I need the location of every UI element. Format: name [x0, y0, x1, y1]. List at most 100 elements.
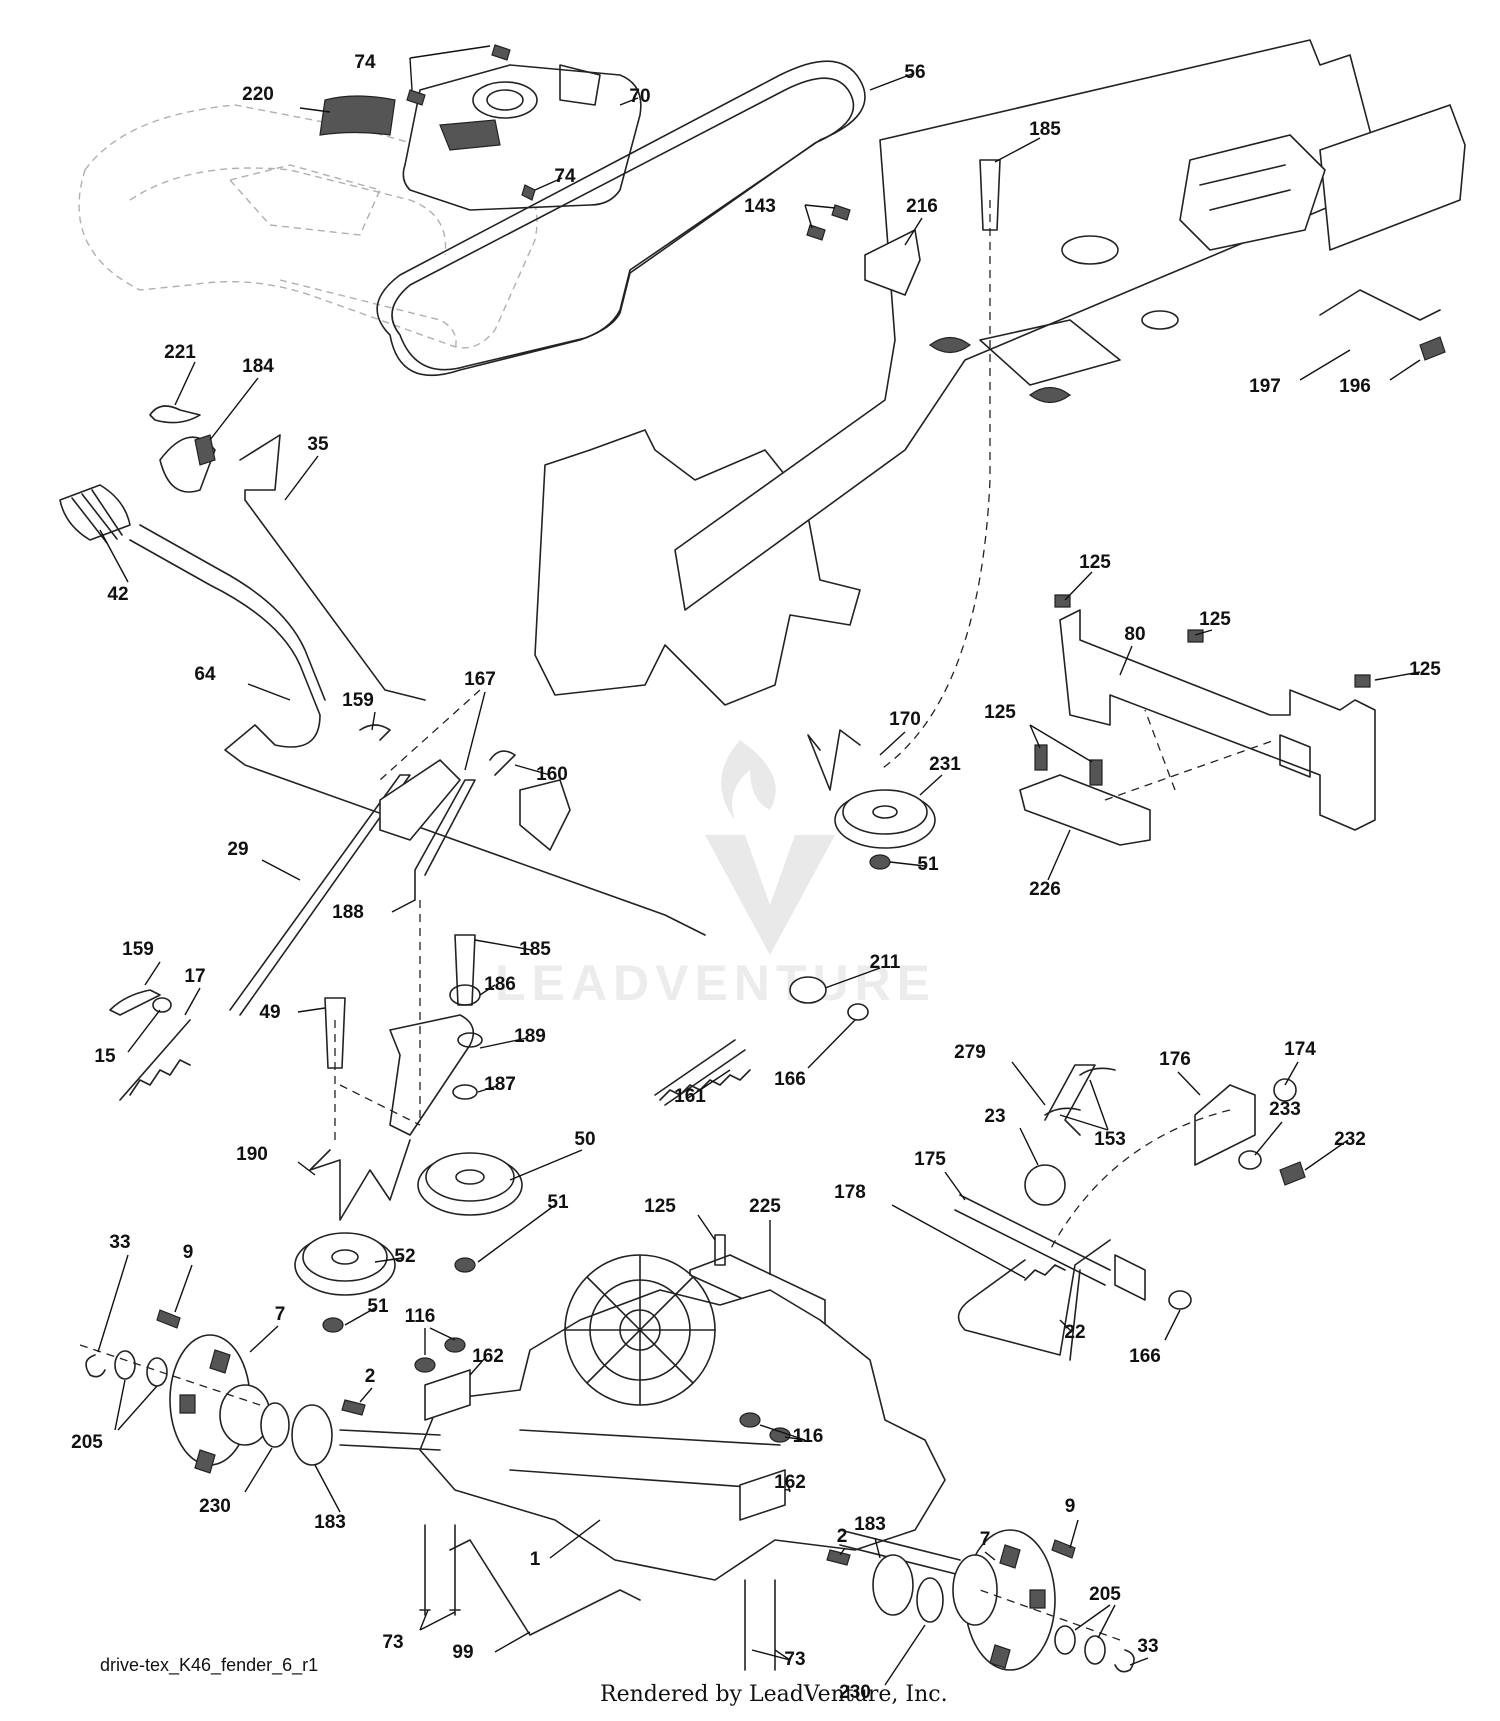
- callout-c125a: 125: [1064, 552, 1111, 601]
- part-2a-key: [341, 1399, 366, 1416]
- callout-label: 220: [242, 84, 274, 105]
- part-176-bracket: [1194, 1084, 1256, 1166]
- callout-c42: 42: [99, 529, 129, 605]
- part-197-rod: [1319, 289, 1441, 321]
- leader-line: [374, 1257, 403, 1263]
- part-125e-bolt: [714, 1234, 726, 1266]
- callout-c231: 231: [919, 754, 961, 796]
- drawing-id: drive-tex_K46_fender_6_r1: [100, 1655, 319, 1675]
- callout-c174: 174: [1284, 1039, 1316, 1086]
- callout-c22: 22: [1059, 1319, 1086, 1343]
- part-116a-nut: [414, 1357, 436, 1373]
- callout-label: 176: [1159, 1049, 1191, 1070]
- leader-line: [409, 57, 413, 91]
- callout-c178: 178: [834, 1182, 1026, 1279]
- callout-c99: 99: [452, 1631, 531, 1663]
- leader-line: [429, 1327, 456, 1341]
- leader-line: [99, 529, 129, 583]
- part-196-bolt: [1419, 336, 1446, 361]
- callout-c185a: 185: [994, 119, 1061, 163]
- callout-label: 159: [122, 939, 154, 960]
- callout-label: 205: [71, 1432, 103, 1453]
- callout-c7a: 7: [249, 1304, 286, 1353]
- leader-line: [469, 1357, 486, 1376]
- callout-label: 56: [904, 62, 925, 83]
- callout-c279: 279: [954, 1042, 1046, 1106]
- part-166a-washer: [847, 1003, 869, 1021]
- leader-line: [1194, 629, 1213, 636]
- leader-line: [1047, 829, 1071, 881]
- callout-label: 233: [1269, 1099, 1301, 1120]
- callout-label: 211: [870, 952, 901, 973]
- callout-label: 15: [94, 1046, 116, 1067]
- part-153-clips: [1044, 1067, 1116, 1116]
- callout-label: 80: [1124, 624, 1145, 645]
- leader-line: [1089, 1079, 1109, 1131]
- callout-label: 33: [109, 1232, 130, 1253]
- part-9b-bolt: [1051, 1539, 1076, 1559]
- callout-label: 50: [574, 1129, 595, 1150]
- leader-line: [1389, 359, 1421, 381]
- part-183b-bushing: [872, 1554, 914, 1616]
- part-80-rear-bracket: [1059, 609, 1376, 831]
- part-17-spring: [119, 1019, 191, 1101]
- callout-label: 49: [259, 1002, 280, 1023]
- leader-line: [697, 1214, 716, 1241]
- callout-label: 188: [332, 902, 364, 923]
- part-166b-washer: [1168, 1290, 1192, 1310]
- callout-c167: 167: [464, 669, 496, 771]
- part-187-washer: [452, 1084, 478, 1100]
- callout-label: 185: [519, 939, 551, 960]
- callout-c162a: 162: [469, 1346, 504, 1376]
- callout-c2a: 2: [359, 1366, 375, 1403]
- leader-line: [479, 1037, 528, 1049]
- callout-label: 178: [834, 1182, 866, 1203]
- leader-line: [759, 1424, 806, 1441]
- callout-label: 7: [275, 1304, 286, 1325]
- callout-label: 230: [839, 1682, 871, 1703]
- leader-line: [184, 987, 201, 1016]
- leader-line: [904, 217, 923, 246]
- callout-c170: 170: [879, 709, 921, 756]
- callout-label: 189: [514, 1026, 546, 1047]
- leader-line: [891, 1204, 1026, 1279]
- part-73a-bolts: [419, 1524, 461, 1616]
- callout-c70: 70: [619, 86, 651, 107]
- part-56-drive-belt: [376, 60, 866, 377]
- part-51b-nut: [454, 1257, 476, 1273]
- leader-line: [1254, 1121, 1283, 1156]
- callout-label: 186: [484, 974, 516, 995]
- callout-c74b: 74: [534, 166, 576, 191]
- part-233-washer: [1238, 1150, 1262, 1170]
- leader-line: [1029, 724, 1041, 749]
- callout-label: 230: [199, 1496, 231, 1517]
- part-205a2-washer: [146, 1357, 168, 1387]
- callout-label: 205: [1089, 1584, 1121, 1605]
- part-143-bolts: [806, 204, 851, 241]
- leader-line: [1177, 1071, 1201, 1096]
- callout-c160: 160: [514, 764, 568, 785]
- part-175-shaft: [954, 1194, 1146, 1301]
- leader-line: [391, 899, 416, 913]
- callout-label: 7: [980, 1529, 991, 1550]
- leader-line: [1059, 1114, 1109, 1131]
- leader-line: [1074, 1604, 1111, 1631]
- callout-c196: 196: [1339, 359, 1421, 397]
- callout-c1: 1: [530, 1519, 601, 1570]
- leader-line: [371, 711, 376, 731]
- callout-label: 184: [242, 356, 274, 377]
- callout-c185b: 185: [474, 939, 551, 960]
- callout-c51b: 51: [477, 1192, 569, 1263]
- callout-c184: 184: [209, 356, 274, 441]
- leadventure-watermark: LEADVENTURE: [495, 740, 930, 1011]
- callout-label: 190: [236, 1144, 268, 1165]
- callout-label: 116: [405, 1306, 436, 1327]
- callout-label: 159: [342, 690, 374, 711]
- callout-c9a: 9: [174, 1242, 193, 1313]
- part-159a-pin: [359, 724, 391, 741]
- callout-label: 232: [1334, 1129, 1366, 1150]
- callout-c220: 220: [242, 84, 331, 113]
- leader-line: [884, 1624, 926, 1686]
